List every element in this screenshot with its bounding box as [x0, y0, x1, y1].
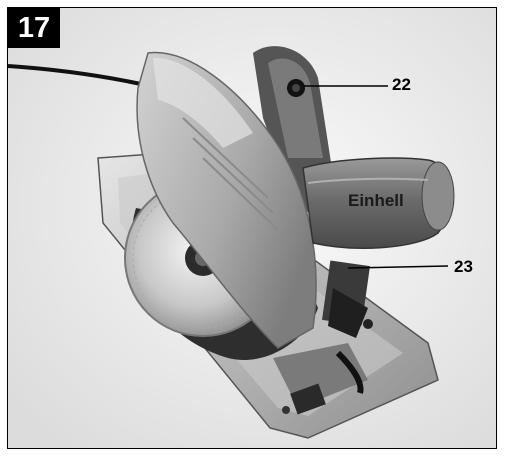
callout-23: 23: [454, 257, 473, 276]
figure-frame: 17: [7, 7, 497, 449]
circular-saw-photo: Einhell: [8, 8, 496, 448]
callout-22: 22: [392, 75, 411, 94]
brand-logo: Einhell: [348, 191, 404, 210]
figure-number: 17: [8, 8, 60, 48]
